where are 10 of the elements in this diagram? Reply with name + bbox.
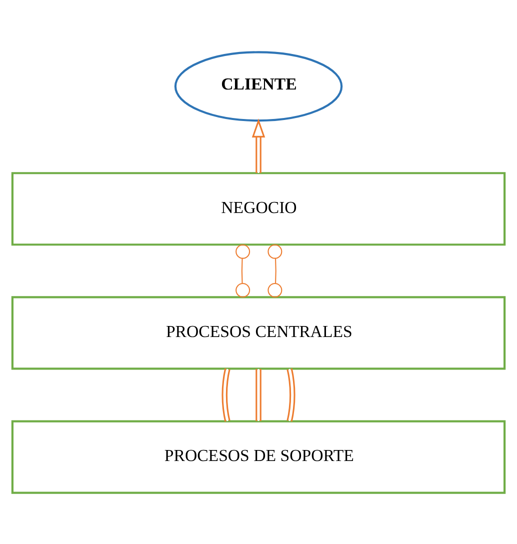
connector [256,368,262,421]
node-box: PROCESOS CENTRALES [11,296,506,370]
connector [268,244,282,297]
connector [236,244,250,297]
connector [222,368,230,422]
arrow [252,118,266,172]
node-ellipse: CLIENTE [174,50,343,122]
node-box: NEGOCIO [11,172,506,246]
connector [286,368,296,422]
node-box: PROCESOS DE SOPORTE [11,420,506,494]
